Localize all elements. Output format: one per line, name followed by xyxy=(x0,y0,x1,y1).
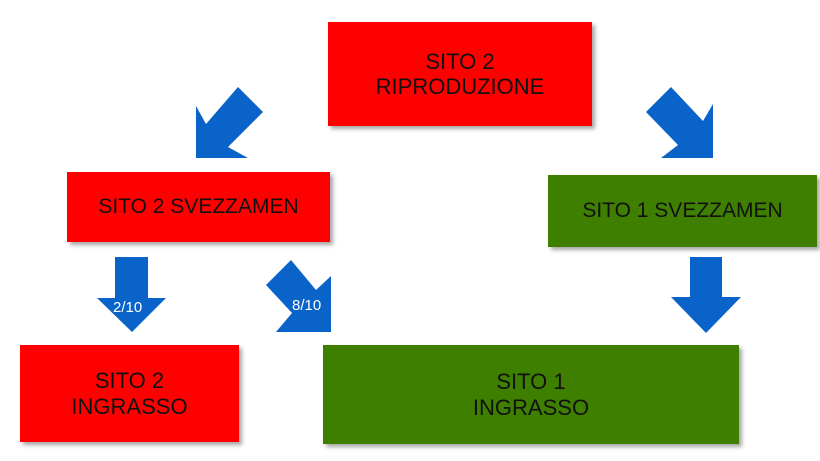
arrow-riproduzione-to-sito2-svezzamen xyxy=(196,87,263,158)
node-sito2-ingrasso: SITO 2 INGRASSO xyxy=(20,345,239,442)
arrow-sito2-svezzamen-to-sito1-ingrasso xyxy=(266,260,331,332)
node-sito2-riproduzione: SITO 2 RIPRODUZIONE xyxy=(328,22,592,126)
node-label: SITO 2 INGRASSO xyxy=(71,368,188,419)
arrow-sito1-svezzamen-to-sito1-ingrasso xyxy=(671,257,741,333)
arrow-riproduzione-to-sito1-svezzamen xyxy=(646,87,713,158)
node-label: SITO 2 SVEZZAMEN xyxy=(98,194,299,218)
node-sito1-svezzamen: SITO 1 SVEZZAMEN xyxy=(548,175,817,247)
node-sito1-ingrasso: SITO 1 INGRASSO xyxy=(323,345,739,444)
edge-label-2-10: 2/10 xyxy=(113,299,143,316)
node-sito2-svezzamen: SITO 2 SVEZZAMEN xyxy=(67,172,330,242)
arrow-sito2-svezzamen-to-sito2-ingrasso xyxy=(97,257,166,332)
edge-label-8-10: 8/10 xyxy=(292,297,322,314)
node-label: SITO 1 INGRASSO xyxy=(472,369,590,420)
node-label: SITO 2 RIPRODUZIONE xyxy=(375,48,545,99)
node-label: SITO 1 SVEZZAMEN xyxy=(582,198,783,222)
